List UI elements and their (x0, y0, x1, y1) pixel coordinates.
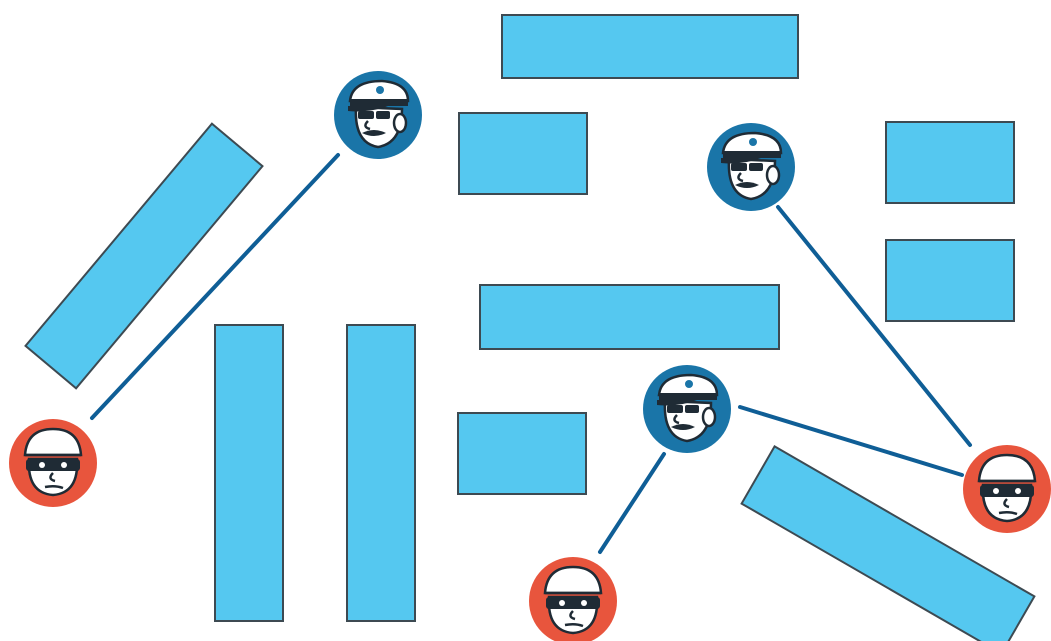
wall-left-pillar (214, 324, 284, 622)
masked-burglar-icon[interactable] (8, 418, 98, 508)
police-officer-icon[interactable] (706, 122, 796, 212)
masked-burglar-icon[interactable] (962, 444, 1051, 534)
wall-diagonal-left (24, 122, 264, 390)
police-officer-icon[interactable] (333, 70, 423, 160)
sight-line-guard3-thief2 (598, 452, 666, 554)
wall-top-wide (501, 14, 799, 79)
sight-line-guard1-thief1 (90, 153, 340, 420)
sight-line-guard3-thief3 (738, 405, 964, 477)
wall-right-pillar (346, 324, 416, 622)
wall-diagonal-bottom-right (740, 445, 1036, 641)
walls (24, 14, 1036, 641)
sight-lines (90, 153, 972, 554)
wall-center-wide (479, 284, 780, 350)
police-officer-icon[interactable] (642, 364, 732, 454)
wall-right-middle (885, 239, 1015, 322)
wall-right-upper (885, 121, 1015, 204)
wall-lower-center (457, 412, 587, 495)
sight-line-guard2-thief3 (776, 205, 972, 447)
masked-burglar-icon[interactable] (528, 556, 618, 641)
wall-upper-center (458, 112, 588, 195)
